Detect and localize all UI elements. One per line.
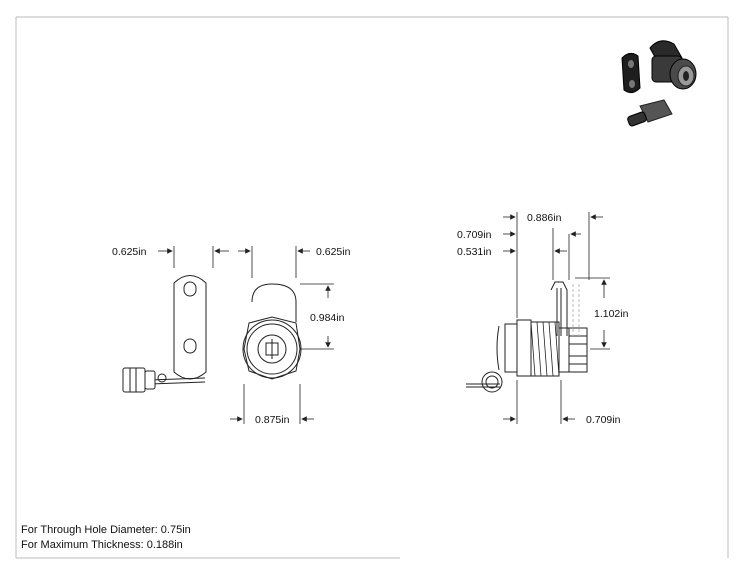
dimension-lines: [158, 212, 610, 424]
cam-lock-3d-icon: [621, 40, 697, 127]
note-max-thickness: For Maximum Thickness: 0.188in: [21, 539, 183, 551]
lock-front-view: [242, 283, 302, 380]
dim-front-bottom-width: 0.875in: [255, 414, 290, 426]
note-hole-diameter: For Through Hole Diameter: 0.75in: [21, 524, 191, 536]
cam-plate-icon: [621, 52, 641, 94]
dim-side-bottom: 0.709in: [586, 414, 621, 426]
dim-side-height: 1.102in: [594, 308, 629, 320]
key-icon: [627, 99, 673, 127]
key-side-view: [122, 367, 167, 393]
dim-side-top-1: 0.886in: [527, 212, 562, 224]
dim-front-left-width: 0.625in: [112, 246, 147, 258]
dim-side-top-3: 0.531in: [457, 246, 492, 258]
cam-plate-view: [149, 275, 207, 385]
dim-front-height: 0.984in: [310, 312, 345, 324]
dim-side-top-2: 0.709in: [457, 229, 492, 241]
lock-side-view: [466, 281, 588, 393]
sheet-border: [15, 16, 729, 559]
dim-front-right-width: 0.625in: [316, 246, 351, 258]
